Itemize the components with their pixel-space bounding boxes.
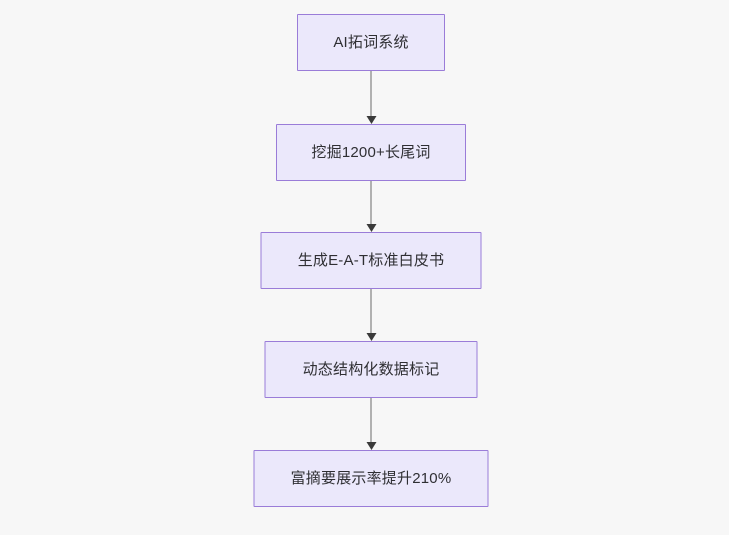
flowchart-node-n1[interactable]: AI拓词系统 bbox=[297, 14, 445, 71]
flowchart-edge-e4 bbox=[366, 398, 377, 450]
arrow-head-icon bbox=[366, 442, 376, 450]
flowchart-node-n2[interactable]: 挖掘1200+长尾词 bbox=[276, 124, 466, 181]
flowchart-node-n5[interactable]: 富摘要展示率提升210% bbox=[253, 450, 489, 507]
edge-line bbox=[370, 289, 372, 334]
flowchart-node-label: 挖掘1200+长尾词 bbox=[311, 144, 431, 161]
arrow-head-icon bbox=[366, 116, 376, 124]
flowchart-node-label: 动态结构化数据标记 bbox=[302, 361, 440, 378]
flowchart-edge-e3 bbox=[366, 289, 377, 341]
flowchart-node-label: 生成E-A-T标准白皮书 bbox=[297, 252, 445, 269]
edge-line bbox=[370, 398, 372, 443]
flowchart-node-n3[interactable]: 生成E-A-T标准白皮书 bbox=[260, 232, 482, 289]
flowchart-node-n4[interactable]: 动态结构化数据标记 bbox=[264, 341, 478, 398]
edge-line bbox=[370, 181, 372, 225]
flowchart-edge-e1 bbox=[366, 71, 377, 124]
flowchart-edge-e2 bbox=[366, 181, 377, 232]
edge-line bbox=[370, 71, 372, 117]
arrow-head-icon bbox=[366, 333, 376, 341]
flowchart-node-label: 富摘要展示率提升210% bbox=[290, 470, 452, 487]
flowchart-node-label: AI拓词系统 bbox=[333, 34, 409, 51]
arrow-head-icon bbox=[366, 224, 376, 232]
